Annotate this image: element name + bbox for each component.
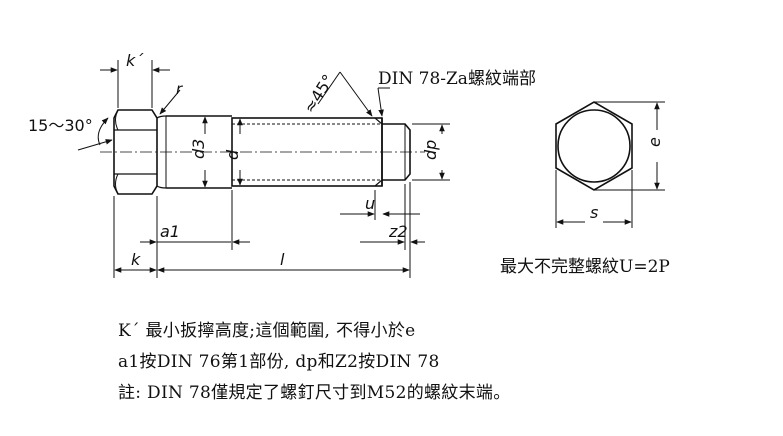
dimension-labels: k´ 15～30° r ≈45° d3 d dp u a1 z2 k l e s [28,51,664,269]
label-l: l [280,250,285,269]
label-r: r [176,80,183,98]
label-d: d [223,149,242,160]
label-u: u [365,194,375,213]
bolt-side-view [100,109,425,195]
bolt-head [113,109,158,195]
note-line-1: K´ 最小扳擰高度;這個範圍, 不得小於e [118,321,416,341]
hex-end-view [555,101,665,228]
label-d3: d3 [189,139,208,159]
dimension-lines [77,60,450,278]
hex-caption: 最大不完整螺紋U=2P [500,257,670,277]
label-k-prime: k´ [126,51,144,70]
label-k: k [131,250,141,269]
hex-outline [555,101,633,191]
label-angle: 15～30° [28,116,93,135]
note-line-3: 註: DIN 78僅規定了螺釘尺寸到M52的螺紋末端。 [118,383,511,403]
note-line-2: a1按DIN 76第1部份, dp和Z2按DIN 78 [118,352,440,372]
din-callout: DIN 78-Za螺紋端部 [378,69,536,89]
label-e: e [645,137,664,147]
label-dp: dp [421,140,440,160]
label-a1: a1 [160,222,180,241]
label-chamfer: ≈45° [300,71,338,116]
label-s: s [590,203,598,222]
label-z2: z2 [388,222,408,241]
